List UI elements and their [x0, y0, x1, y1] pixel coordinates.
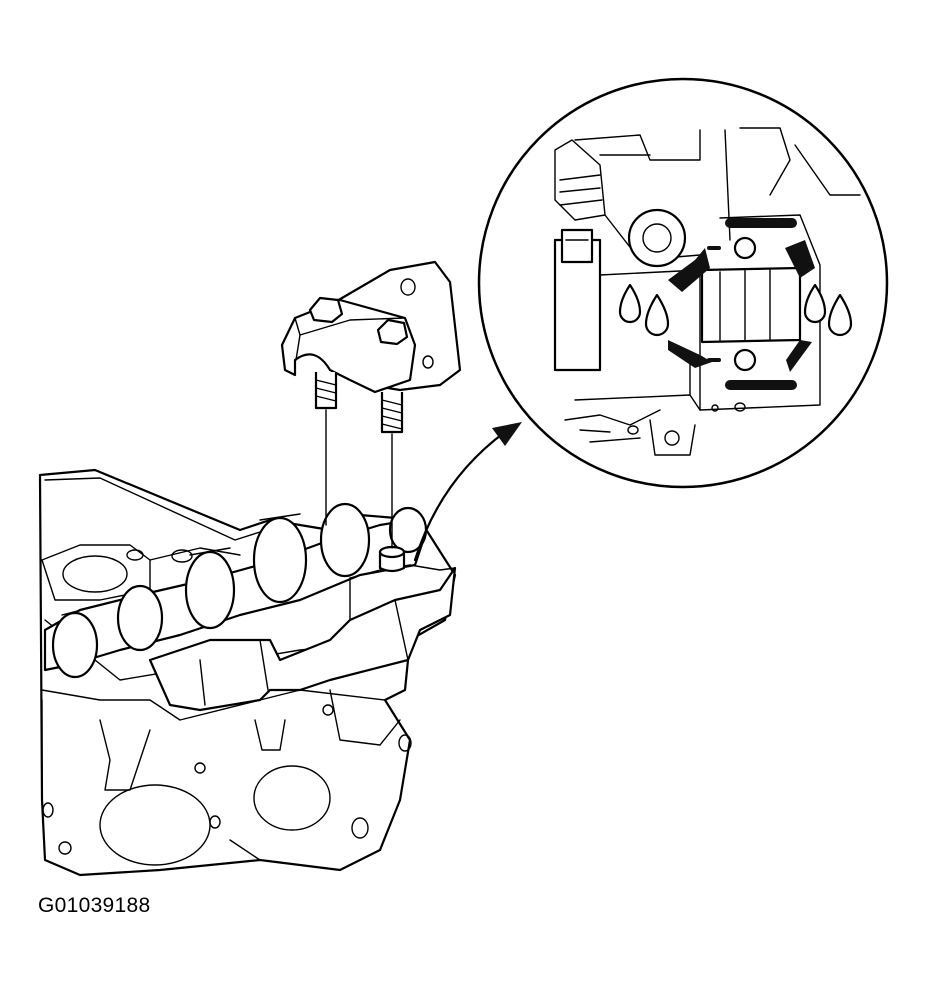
detail-magnifier	[477, 77, 889, 489]
camshaft	[43, 502, 428, 679]
oil-drop-icon	[803, 283, 827, 324]
callout-arrow	[413, 422, 522, 562]
oil-drop-icon	[827, 293, 853, 337]
journal-rail	[148, 545, 457, 712]
oil-drop-icon	[644, 293, 670, 337]
oil-drop-icon	[618, 283, 642, 324]
bearing-cap	[280, 260, 462, 434]
figure-id-label: G01039188	[38, 894, 151, 917]
